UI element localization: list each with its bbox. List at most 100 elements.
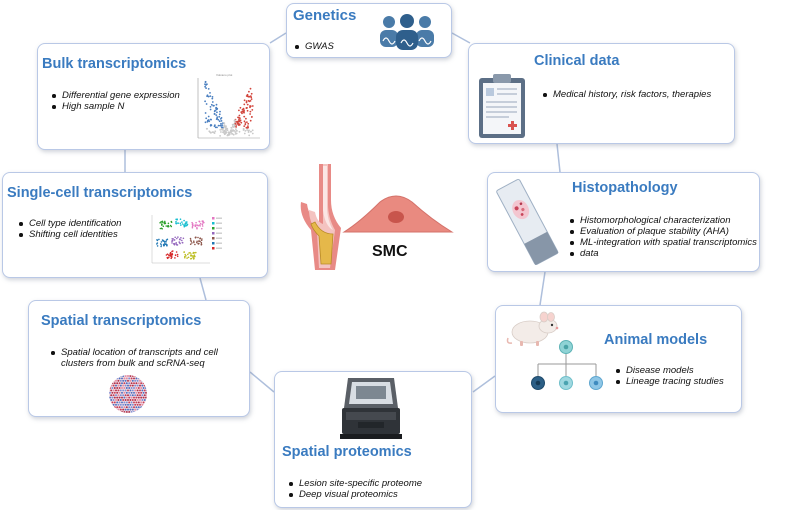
volcano-point [214,126,217,129]
volcano-point [215,114,218,116]
volcano-point [244,122,247,124]
umap-plot-icon [151,215,222,264]
umap-point [181,221,183,223]
bulk-transcriptomics-card: Bulk transcriptomics Differential gene e… [37,43,270,150]
spatial-spot [142,401,145,404]
spatial-spot [141,379,144,382]
umap-point [177,222,179,224]
spatial-spot [113,411,116,413]
spatial-spot [143,375,146,377]
umap-point [199,240,201,243]
spatial-spot [121,377,123,380]
spatial-spot [133,391,135,394]
spatial-spot [135,396,138,399]
volcano-plot-icon: Volcano plot [197,73,260,139]
spatial-spot [127,399,129,401]
spatial-spot [135,387,138,389]
volcano-point [247,122,250,125]
list-item: Medical history, risk factors, therapies [543,89,733,100]
spatial-spot [130,391,133,394]
spatial-spot [139,389,141,392]
umap-point [201,225,204,227]
spatial-spot [129,375,132,377]
spatial-spot [113,391,116,394]
volcano-point [206,120,209,123]
spatial-spot [112,375,115,377]
spatial-spot [116,401,119,404]
spatial-spot [116,396,119,399]
volcano-point [225,129,228,131]
volcano-point [235,128,237,130]
umap-point [164,220,166,223]
umap-point [175,222,178,225]
volcano-point [239,106,242,109]
spatial-spot [134,394,137,397]
spatial-spot [121,411,123,413]
volcano-point [225,130,227,133]
spatial-spot [123,396,126,399]
umap-point [193,252,196,254]
spatial-spot [118,387,121,389]
volcano-point [249,105,251,107]
volcano-point [216,111,218,114]
spatial-spot [136,403,139,406]
spatial-spot [145,391,147,394]
histo-title: Histopathology [572,180,678,196]
clinical-data-card: Clinical data Medical history, risk fact… [468,43,735,144]
spatial-spot [110,379,113,382]
spatial-spot [131,375,134,377]
umap-point [175,251,178,253]
spatial-spot [129,408,132,411]
umap-point [202,222,204,224]
volcano-point [243,125,246,127]
volcano-point [230,130,233,133]
umap-point [175,218,177,221]
spatial-spot [136,384,139,387]
umap-point [170,253,173,256]
spatial-spot [124,403,127,406]
umap-point [201,227,203,230]
spatial-spot [119,394,122,397]
umap-point [175,242,177,244]
umap-point [156,245,159,247]
spatial-spot [128,396,131,399]
volcano-point [220,117,223,119]
spatial-spot [134,399,137,401]
spatial-spot [131,379,134,382]
spatial-spot [112,403,115,406]
spatial-spot [140,387,143,389]
volcano-point [250,98,253,100]
umap-point [184,222,186,225]
spatial-spot [121,387,123,389]
volcano-point [222,122,224,124]
umap-point [160,227,163,230]
spatial-spot [134,375,137,377]
spatial-spot [113,382,116,385]
umap-point [179,222,182,225]
umap-point [173,239,176,241]
spatial-spot [125,391,128,394]
spatial-spot [111,382,114,385]
volcano-point [238,130,241,133]
umap-point [168,256,170,259]
spatial-spot [116,406,119,409]
volcano-point [225,125,227,128]
spatial-spot [113,387,116,389]
mouse-icon [506,311,559,346]
volcano-point [247,125,249,128]
spatial-spot [135,406,138,409]
spatial-spot [119,403,122,406]
volcano-point [233,125,236,127]
umap-point [191,221,193,224]
umap-point [186,224,189,226]
volcano-point [209,124,212,127]
spatial-spot [141,389,144,392]
spatialtx-bullets: Spatial location of transcripts and cell… [51,347,249,369]
umap-point [176,255,179,258]
spatial-spot [142,377,145,380]
umap-point [156,242,159,244]
spatial-spot [145,387,147,389]
spatial-spot [125,396,128,399]
umap-point [187,253,189,256]
spatial-spot [119,384,122,387]
